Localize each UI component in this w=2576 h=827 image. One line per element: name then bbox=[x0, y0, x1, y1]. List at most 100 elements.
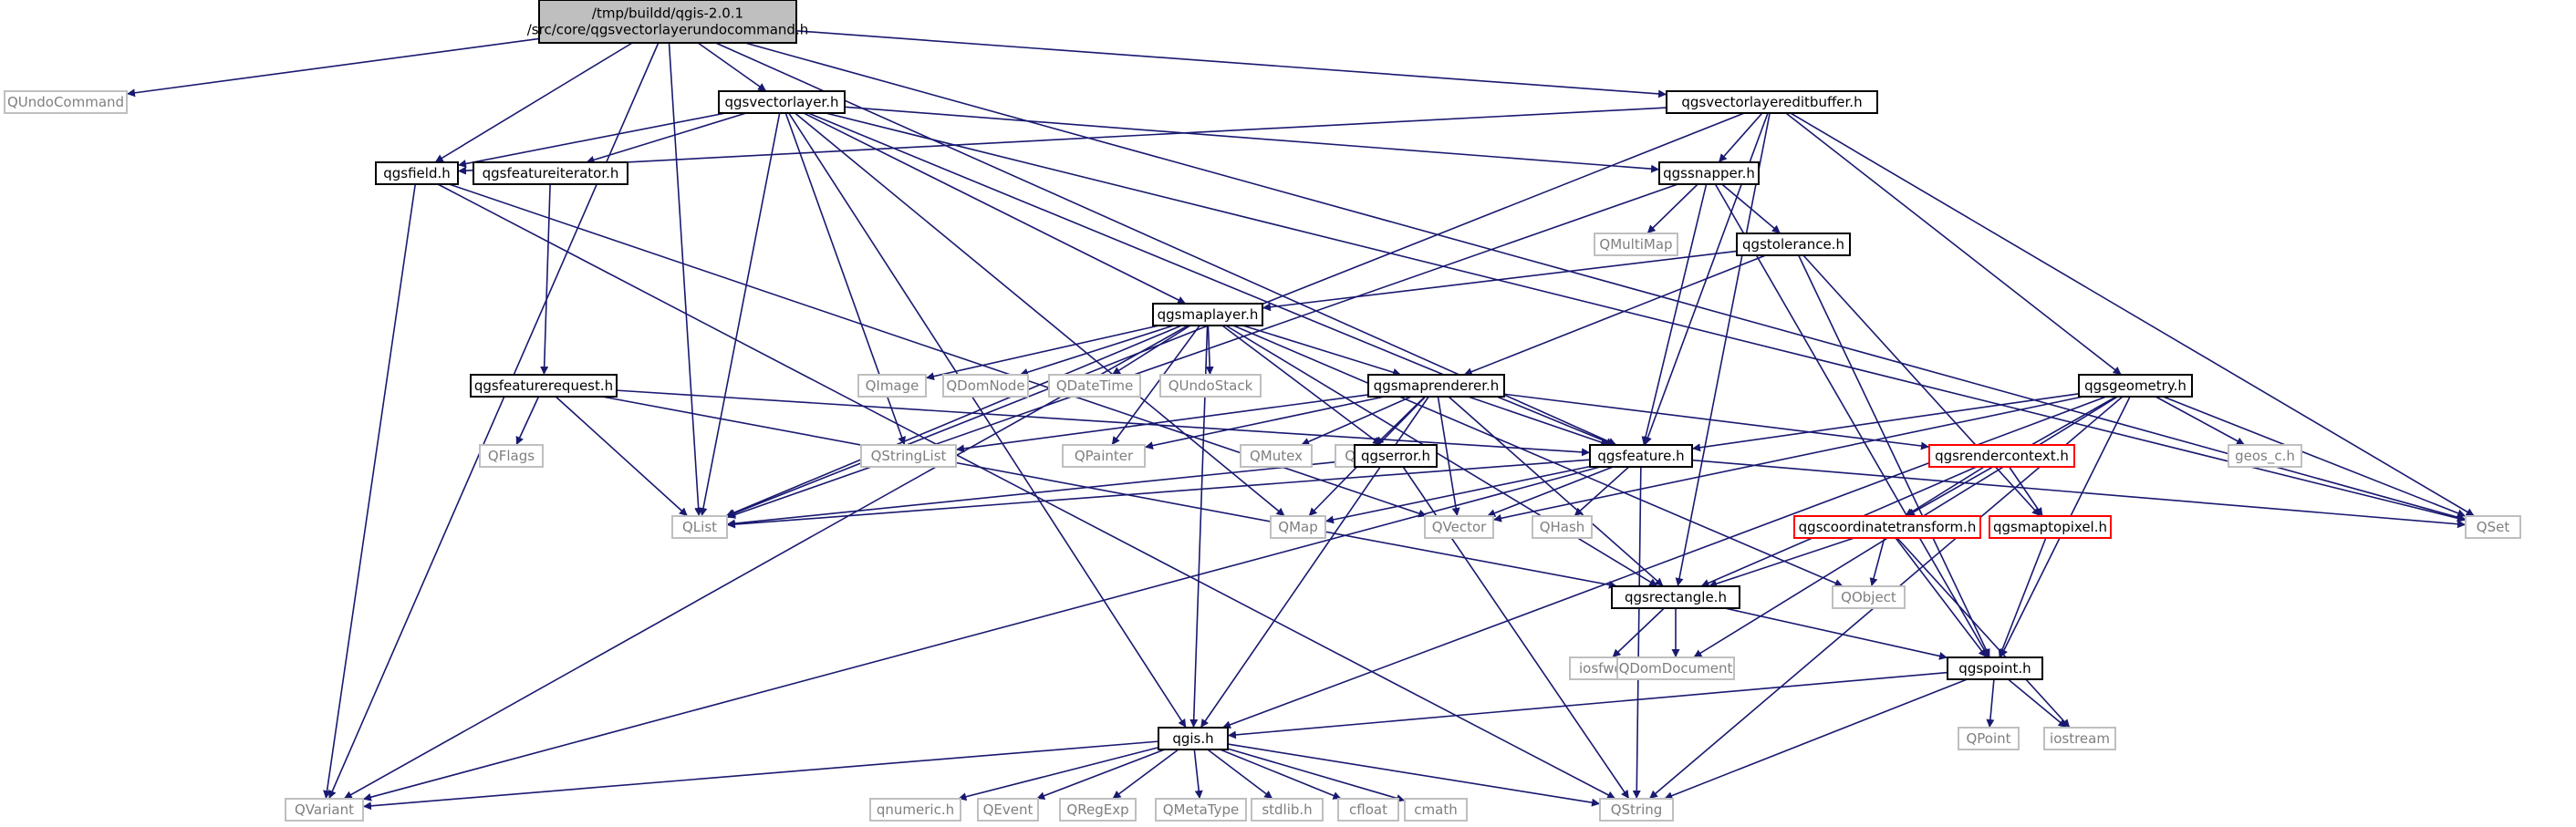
node-box-qpoint bbox=[1958, 727, 2020, 750]
node-box-qgsrendercontext bbox=[1928, 444, 2075, 468]
node-box-iostream bbox=[2043, 727, 2116, 750]
edge-qgsgeometry-to-qvector bbox=[1492, 396, 2083, 522]
node-qgsvectorlayereditbuffer[interactable]: qgsvectorlayereditbuffer.h bbox=[1666, 90, 1878, 114]
edge-qgsgeometry-to-qset bbox=[2163, 396, 2467, 518]
node-box-qgsmaprenderer bbox=[1367, 374, 1505, 398]
edge-qgsgeometry-to-geos_c bbox=[2155, 396, 2246, 446]
node-qgspoint[interactable]: qgspoint.h bbox=[1947, 656, 2043, 680]
node-label-qundocommand: QUndoCommand bbox=[7, 94, 124, 110]
node-box-qgsfeaturerequest bbox=[470, 374, 618, 398]
node-box-qobject bbox=[1832, 585, 1906, 609]
node-label-qdatetime: QDateTime bbox=[1056, 377, 1133, 394]
edge-qgsmaprenderer-to-qgsrectangle bbox=[1448, 396, 1664, 587]
node-qgsvectorlayer[interactable]: qgsvectorlayer.h bbox=[718, 90, 846, 114]
edge-qgis-to-qmetatype bbox=[1193, 749, 1203, 800]
edge-qgsvectorlayer-to-qgsmaplayer bbox=[803, 112, 1187, 305]
node-qgsrendercontext[interactable]: qgsrendercontext.h bbox=[1928, 444, 2075, 468]
edge-qgsvectorlayer-to-qgsfield bbox=[457, 112, 726, 168]
node-box-stdlib bbox=[1251, 798, 1324, 822]
edge-qgsvectorlayereditbuffer-to-qset bbox=[1790, 112, 2476, 517]
node-box-qgsvectorlayereditbuffer bbox=[1666, 90, 1878, 114]
edge-qgsvectorlayer-to-qlist bbox=[699, 112, 781, 517]
node-qgsfeatureiterator[interactable]: qgsfeatureiterator.h bbox=[473, 161, 628, 185]
node-qgsmaplayer[interactable]: qgsmaplayer.h bbox=[1152, 303, 1263, 326]
node-box-qgsgeometry bbox=[2078, 374, 2193, 398]
edge-qgsmaplayer-to-qobject bbox=[1232, 325, 1844, 587]
edge-qgserror-to-qlist bbox=[726, 459, 1356, 528]
node-qgserror[interactable]: qgserror.h bbox=[1354, 444, 1438, 468]
node-label-cfloat: cfloat bbox=[1349, 801, 1387, 818]
edge-qgis-to-qvariant bbox=[362, 740, 1159, 811]
node-label-qmetatype: QMetaType bbox=[1163, 801, 1240, 818]
edge-root-to-qlist bbox=[668, 42, 703, 517]
node-label-qgsgeometry: qgsgeometry.h bbox=[2084, 377, 2186, 394]
node-label-qgserror: qgserror.h bbox=[1361, 448, 1430, 464]
node-qgsmaprenderer[interactable]: qgsmaprenderer.h bbox=[1367, 374, 1505, 398]
edge-qgsfeaturerequest-to-qflags bbox=[515, 396, 540, 446]
edge-qgsvectorlayereditbuffer-to-qgsgeometry bbox=[1785, 112, 2123, 376]
edge-qgis-to-qregexp bbox=[1112, 749, 1179, 800]
node-box-qmultimap bbox=[1594, 233, 1678, 256]
node-label-qdomdocument: QDomDocument bbox=[1619, 660, 1733, 677]
edge-qgsvectorlayereditbuffer-to-qgssnapper bbox=[1718, 112, 1763, 163]
edge-qgsmaplayer-to-qgserror bbox=[1221, 325, 1382, 446]
edge-qgstolerance-to-qgsmaplayer bbox=[1262, 250, 1738, 312]
node-root[interactable]: /tmp/buildd/qgis-2.0.1/src/core/qgsvecto… bbox=[527, 0, 808, 44]
node-box-qpainter bbox=[1062, 444, 1146, 468]
node-label-qvariant: QVariant bbox=[295, 801, 354, 818]
edge-root-to-qgsvectorlayereditbuffer bbox=[795, 30, 1667, 98]
node-box-qvector bbox=[1424, 515, 1494, 539]
edge-qgis-to-qnumeric bbox=[958, 746, 1159, 801]
node-label-iosfwd: iosfwd bbox=[1579, 660, 1623, 677]
node-qmetatype: QMetaType bbox=[1155, 798, 1247, 822]
node-box-qgsfield bbox=[375, 161, 459, 185]
edge-root-to-qgsvectorlayer bbox=[697, 42, 767, 92]
node-qgsmaptopixel[interactable]: qgsmaptopixel.h bbox=[1989, 515, 2112, 539]
edge-qgscoordinatetransform-to-qgspoint bbox=[1895, 537, 1988, 658]
node-qflags: QFlags bbox=[479, 444, 544, 468]
edge-qgsfeature-to-qhash bbox=[1574, 466, 1630, 517]
node-cmath: cmath bbox=[1404, 798, 1468, 822]
node-qgsrectangle[interactable]: qgsrectangle.h bbox=[1611, 585, 1740, 609]
node-label-root-line2: /src/core/qgsvectorlayerundocommand.h bbox=[527, 22, 808, 38]
edge-qgsfield-to-qvariant bbox=[323, 183, 417, 800]
node-qgssnapper[interactable]: qgssnapper.h bbox=[1658, 161, 1760, 185]
node-qgscoordinatetransform[interactable]: qgscoordinatetransform.h bbox=[1793, 515, 1981, 539]
node-label-root-line1: /tmp/buildd/qgis-2.0.1 bbox=[592, 5, 743, 22]
node-box-qnumeric bbox=[869, 798, 961, 822]
edge-qgspoint-to-iostream bbox=[2007, 678, 2068, 729]
edge-qgis-to-stdlib bbox=[1207, 749, 1273, 800]
node-qstringlist: QStringList bbox=[860, 444, 957, 468]
edge-qgssnapper-to-qmultimap bbox=[1646, 183, 1698, 234]
edge-layer bbox=[126, 30, 2476, 811]
edge-qgsfeature-to-qset bbox=[1691, 459, 2467, 529]
node-qgsgeometry[interactable]: qgsgeometry.h bbox=[2078, 374, 2193, 398]
node-box-qgstolerance bbox=[1736, 233, 1851, 256]
edge-qgsfeaturerequest-to-qlist bbox=[555, 396, 689, 517]
node-qgis[interactable]: qgis.h bbox=[1158, 727, 1229, 750]
node-qlist: QList bbox=[671, 515, 728, 539]
node-label-qnumeric: qnumeric.h bbox=[877, 801, 954, 818]
node-qgsfeaturerequest[interactable]: qgsfeaturerequest.h bbox=[470, 374, 618, 398]
edge-qgsfeatureiterator-to-qgsfeaturerequest bbox=[540, 183, 551, 376]
node-layer: /tmp/buildd/qgis-2.0.1/src/core/qgsvecto… bbox=[4, 0, 2521, 822]
edge-qgis-to-cmath bbox=[1227, 748, 1406, 802]
edge-qgsvectorlayer-to-qgssnapper bbox=[844, 106, 1660, 173]
node-box-qset bbox=[2465, 515, 2521, 539]
node-box-cmath bbox=[1404, 798, 1468, 822]
node-label-qflags: QFlags bbox=[488, 448, 535, 464]
edge-qgssnapper-to-qgstolerance bbox=[1721, 183, 1781, 234]
node-qgsfield[interactable]: qgsfield.h bbox=[375, 161, 459, 185]
node-label-qpoint: QPoint bbox=[1966, 730, 2010, 747]
node-box-qundocommand bbox=[4, 90, 128, 114]
node-qimage: QImage bbox=[857, 374, 927, 398]
edge-qgsmaplayer-to-qimage bbox=[925, 325, 1159, 381]
node-qgsfeature[interactable]: qgsfeature.h bbox=[1589, 444, 1693, 468]
node-qgstolerance[interactable]: qgstolerance.h bbox=[1736, 233, 1851, 256]
node-box-root bbox=[538, 0, 797, 44]
node-qhash: QHash bbox=[1532, 515, 1593, 539]
node-label-qgsmaptopixel: qgsmaptopixel.h bbox=[1993, 519, 2107, 535]
edge-qgsfeaturerequest-to-qgsfeature bbox=[616, 389, 1591, 457]
edge-qgsrendercontext-to-qgsmaptopixel bbox=[2008, 466, 2044, 517]
edge-qgsvectorlayereditbuffer-to-qgsrectangle bbox=[1675, 112, 1771, 587]
